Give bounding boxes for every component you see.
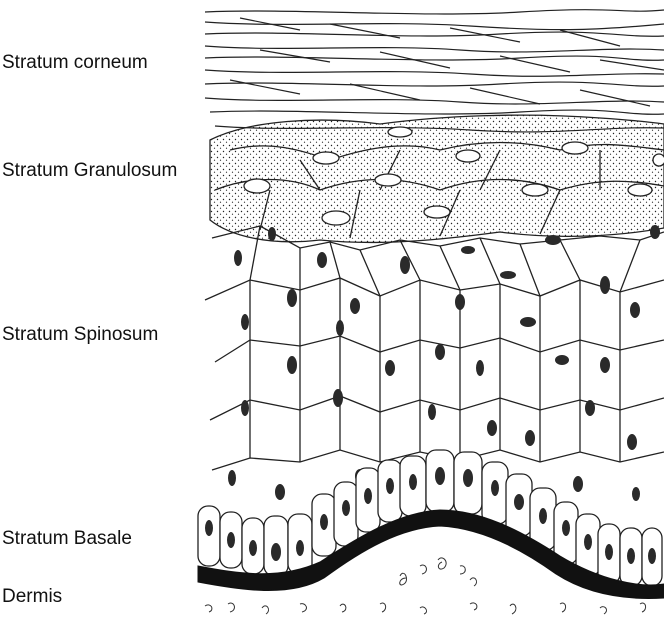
stratum-granulosum-layer	[209, 114, 664, 244]
spinosum-nuclei	[228, 225, 660, 501]
dermis-layer	[204, 557, 647, 615]
label-stratum-granulosum: Stratum Granulosum	[2, 160, 178, 181]
stratum-basale-layer	[197, 449, 663, 587]
label-stratum-spinosum: Stratum Spinosum	[2, 324, 159, 345]
basale-nuclei	[205, 467, 656, 564]
stratum-spinosum-layer	[204, 225, 664, 471]
label-stratum-corneum: Stratum corneum	[2, 52, 148, 73]
label-stratum-basale: Stratum Basale	[2, 528, 132, 549]
label-dermis: Dermis	[2, 586, 63, 607]
basement-membrane	[197, 509, 664, 599]
stratum-corneum-layer	[204, 9, 664, 133]
